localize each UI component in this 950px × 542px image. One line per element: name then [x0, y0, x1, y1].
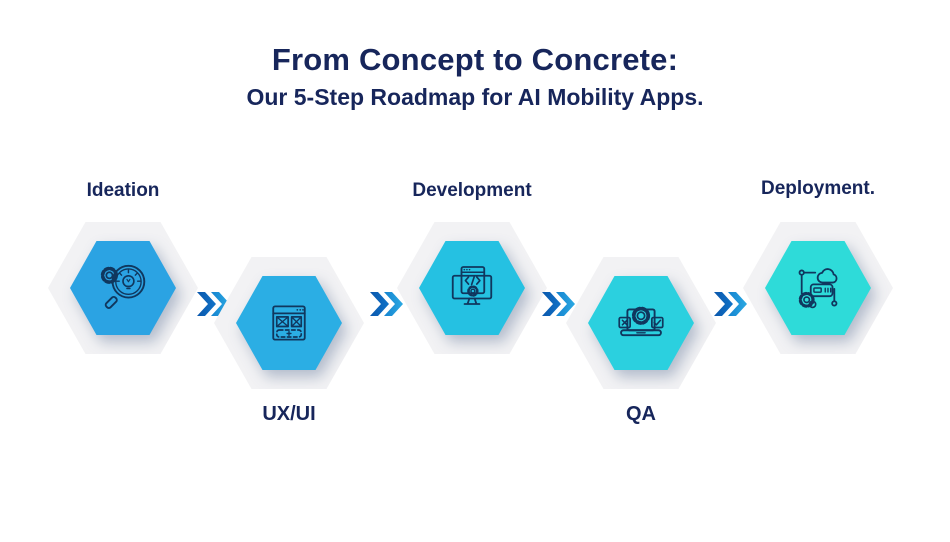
- hexagon-outer-ideation: [48, 222, 198, 354]
- hexagon-outer-qa: [566, 257, 716, 389]
- server-cloud-gear-icon: [789, 259, 847, 317]
- hexagon-outer-uxui: [214, 257, 364, 389]
- magnifier-lightbulb-gear-icon: [94, 259, 152, 317]
- double-chevron-right-icon: [370, 292, 403, 316]
- hexagon-outer-development: [397, 222, 547, 354]
- laptop-gear-test-icon: [612, 294, 670, 352]
- page-subtitle: Our 5-Step Roadmap for AI Mobility Apps.: [246, 84, 704, 110]
- step-label-uxui: UX/UI: [262, 403, 316, 425]
- step-label-deployment: Deployment.: [760, 178, 876, 199]
- double-chevron-right-icon: [542, 292, 575, 316]
- step-label-development: Development: [412, 180, 532, 201]
- wireframe-browser-icon: [261, 295, 317, 351]
- page-title: From Concept to Concrete:: [271, 42, 679, 77]
- hexagon-outer-deployment: [743, 222, 893, 354]
- hexagon-uxui: [236, 276, 342, 370]
- hexagon-development: [419, 241, 525, 335]
- step-label-ideation: Ideation: [86, 180, 160, 201]
- hexagon-ideation: [70, 241, 176, 335]
- hexagon-qa: [588, 276, 694, 370]
- hexagon-deployment: [765, 241, 871, 335]
- code-window-monitor-icon: [444, 260, 500, 316]
- double-chevron-right-icon: [714, 292, 747, 316]
- step-label-qa: QA: [626, 403, 656, 425]
